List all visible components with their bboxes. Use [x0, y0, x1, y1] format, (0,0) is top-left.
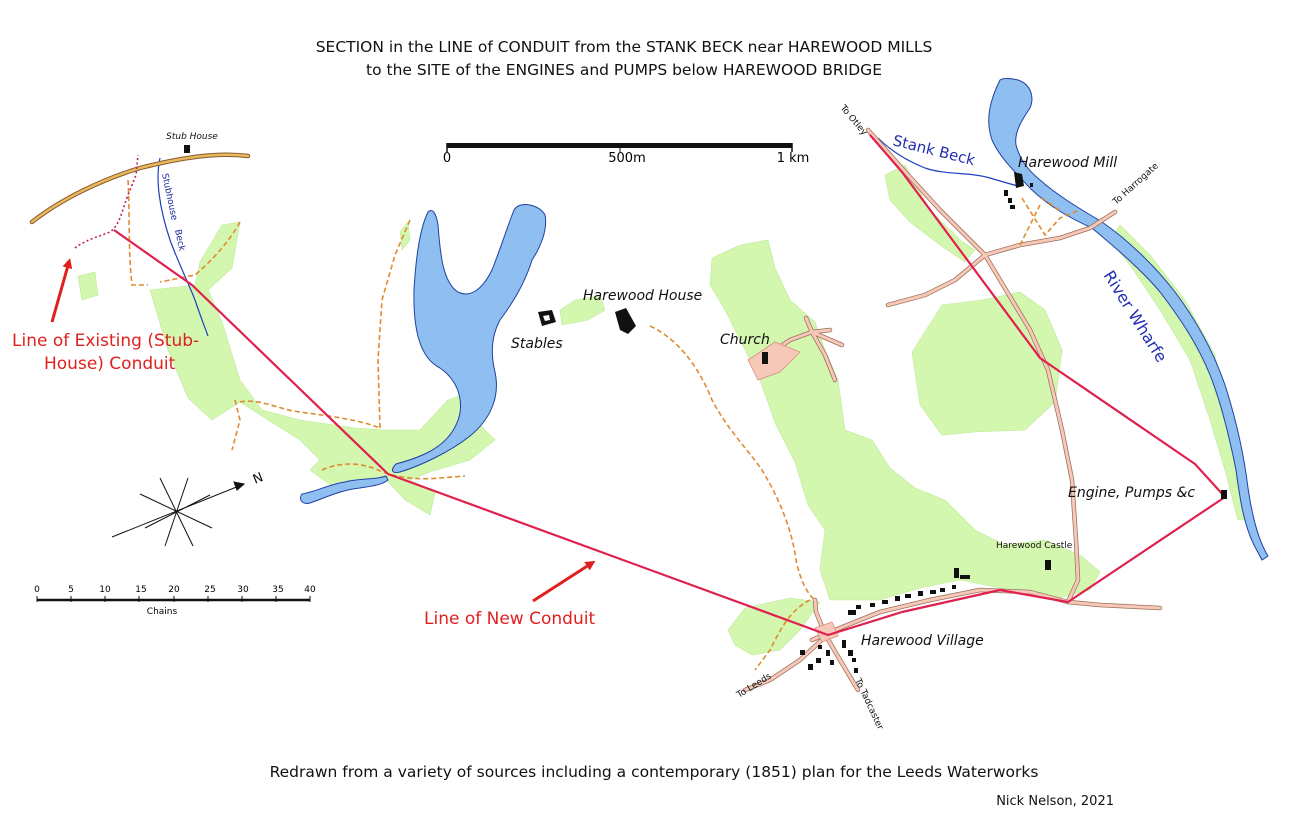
- map-title-line-1: SECTION in the LINE of CONDUIT from the …: [316, 38, 933, 56]
- village-buildings: [800, 568, 970, 673]
- woodland-west-edge: [399, 221, 411, 251]
- footer-source: Redrawn from a variety of sources includ…: [270, 763, 1039, 781]
- label-to-leeds: To Leeds: [734, 671, 773, 701]
- existing-conduit-arrow-icon: [50, 258, 73, 323]
- stubhouse-beck-line: [157, 157, 209, 337]
- chains-unit-label: Chains: [147, 607, 178, 617]
- chains-tick-30: 30: [237, 585, 249, 595]
- label-harewood-mill: Harewood Mill: [1018, 155, 1117, 171]
- harewood-house-building: [615, 308, 636, 334]
- compass-north-label: N: [251, 470, 266, 488]
- label-stables: Stables: [511, 336, 563, 352]
- label-stubhouse-beck-1: Stubhouse: [159, 173, 179, 222]
- existing-conduit-line: [74, 154, 139, 249]
- woodland-harewood-house: [559, 295, 606, 326]
- chains-tick-20: 20: [168, 585, 180, 595]
- map-title-line-2: to the SITE of the ENGINES and PUMPS bel…: [366, 61, 882, 79]
- woodland-village-west: [727, 597, 821, 656]
- woodland-east: [911, 291, 1063, 436]
- chains-tick-0: 0: [34, 585, 40, 595]
- buildings: [184, 145, 1227, 673]
- scale-label-500m: 500m: [608, 151, 645, 166]
- annotation-existing-conduit-1: Line of Existing (Stub-: [12, 331, 199, 351]
- footer-credit: Nick Nelson, 2021: [996, 794, 1114, 809]
- becks: [157, 137, 1019, 337]
- stank-beck-line: [877, 137, 1019, 187]
- woodland-west-patch: [77, 271, 99, 301]
- label-engine-pumps: Engine, Pumps &c: [1068, 485, 1195, 501]
- chains-tick-35: 35: [272, 585, 283, 595]
- scale-label-0: 0: [443, 151, 451, 166]
- north-arrow-icon: [233, 481, 246, 491]
- label-harewood-castle: Harewood Castle: [996, 541, 1073, 551]
- chains-tick-40: 40: [304, 585, 316, 595]
- label-to-tadcaster: To Tadcaster: [852, 676, 885, 732]
- metric-scale-bar: 0 500m 1 km: [443, 143, 809, 166]
- label-church: Church: [720, 332, 770, 348]
- harewood-mill-building: [1014, 172, 1024, 188]
- label-stank-beck: Stank Beck: [891, 131, 977, 169]
- chains-tick-5: 5: [68, 585, 74, 595]
- lake-outlet: [299, 475, 389, 504]
- river-wharfe: [988, 78, 1269, 561]
- roads: [29, 127, 1163, 693]
- annotation-existing-conduit-2: House) Conduit: [44, 354, 176, 374]
- annotation-new-conduit: Line of New Conduit: [424, 609, 595, 629]
- scale-label-1km: 1 km: [777, 151, 810, 166]
- water-features: [299, 78, 1269, 561]
- woodland-west: [149, 221, 496, 516]
- woodland-central: [709, 239, 1101, 601]
- chains-tick-25: 25: [204, 585, 215, 595]
- chains-scale: 0 5 10 15 20 25 30 35 40 Chains: [34, 585, 316, 617]
- stub-house-building: [184, 145, 190, 153]
- compass-rose: N: [111, 470, 266, 547]
- label-harewood-house: Harewood House: [583, 288, 702, 304]
- woodland-mill: [884, 164, 976, 263]
- label-to-otley: To Otley: [837, 103, 869, 139]
- woodland-areas: [77, 164, 1251, 656]
- woodland-riverbank: [1109, 224, 1251, 521]
- engine-building: [1221, 490, 1227, 499]
- stub-house-road: [29, 152, 251, 225]
- harewood-castle-building: [1045, 560, 1051, 570]
- lake: [392, 204, 547, 473]
- label-to-harrogate: To Harrogate: [1111, 161, 1161, 208]
- label-harewood-village: Harewood Village: [861, 633, 984, 649]
- village-square: [814, 621, 839, 643]
- chains-tick-10: 10: [99, 585, 111, 595]
- label-stub-house: Stub House: [166, 132, 218, 142]
- chains-tick-15: 15: [135, 585, 146, 595]
- new-conduit-arrow-icon: [532, 560, 596, 603]
- stables-building: [538, 310, 556, 326]
- label-stubhouse-beck-2: Beck: [172, 229, 186, 253]
- church-grounds: [747, 341, 801, 381]
- new-conduit-line: [113, 134, 1227, 637]
- church-building: [762, 352, 768, 364]
